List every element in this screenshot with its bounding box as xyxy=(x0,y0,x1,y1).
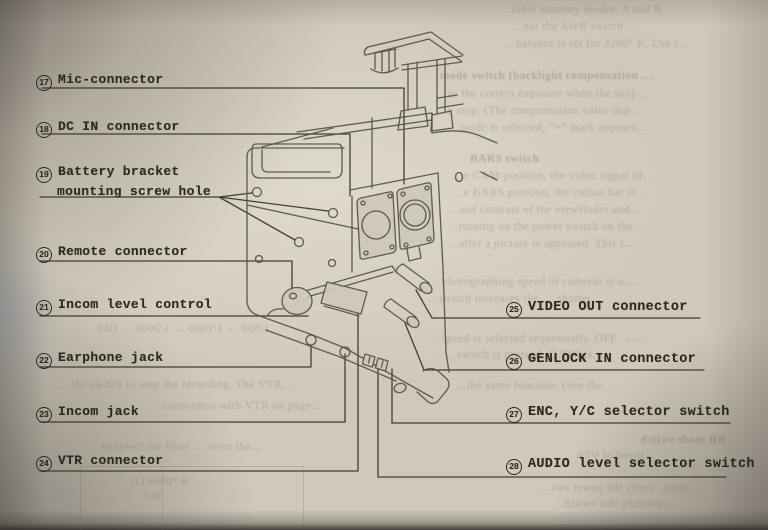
leader-video-out-connector xyxy=(415,289,701,319)
leader-audio-level-selector xyxy=(377,368,727,478)
bnc-connector-lower xyxy=(383,298,420,329)
ghost-text-line: …balance is set for 3200° K. Use t… xyxy=(504,38,690,50)
label-text: Incom jack xyxy=(58,404,140,419)
label-text: DC IN connector xyxy=(58,119,180,134)
ghost-text-line: …switch increases the … shutter… xyxy=(427,293,604,305)
leader-earphone-jack xyxy=(39,345,312,368)
label-remote-connector: 20 Remote connector xyxy=(36,243,188,263)
ghost-text-line: …ess the AWB switch … xyxy=(512,21,639,33)
ghost-text-line: …the same function. (See the… xyxy=(455,380,615,392)
circled-number-25: 25 xyxy=(506,301,522,318)
earphone-and-incom-jacks xyxy=(305,334,351,358)
latch-tab xyxy=(406,246,422,262)
ghost-text-line: …connection with VTR on page… xyxy=(150,400,323,412)
label-audio-level-selector-switch: 28 AUDIO level selector switch xyxy=(506,456,755,475)
handle-grip-ribs xyxy=(374,49,396,73)
circled-number-21: 21 xyxy=(36,299,52,316)
circled-number-23: 23 xyxy=(36,406,52,423)
label-text: ENC, Y/C selector switch xyxy=(528,405,730,420)
circled-number-28: 28 xyxy=(506,458,522,475)
ghost-text-line: …speed is selected sequentially. OFF →… xyxy=(430,333,645,345)
leader-incom-jack xyxy=(39,353,346,423)
xlr-plate-right xyxy=(396,182,435,262)
label-text: VIDEO OUT connector xyxy=(528,300,688,315)
label-battery-bracket-screw-hole: 19 Battery bracket mounting screw hole xyxy=(36,163,211,200)
bottom-foot-and-tripod-hole xyxy=(393,351,450,405)
ghost-text-line: 340 xyxy=(143,490,162,502)
label-text: Earphone jack xyxy=(58,350,164,365)
battery-mounting-screw-holes xyxy=(251,171,464,268)
vtr-connector-cover xyxy=(320,281,368,317)
handle-rear-post xyxy=(436,58,446,115)
ghost-text-line: …e CAM position, the video signal of… xyxy=(452,170,655,182)
leader-vtr-connector xyxy=(39,312,359,472)
ghost-text-line: …photographing speed of cameras is u… xyxy=(430,276,637,288)
ghost-text-line: BARS switch xyxy=(470,153,540,165)
label-incom-level-control: 21 Incom level control xyxy=(36,296,212,316)
remote-connector-knob xyxy=(267,286,313,316)
ghost-text-line: …mode is selected, “+” mark appears… xyxy=(448,122,649,134)
circled-number-19: 19 xyxy=(36,166,52,183)
ghost-table-outline xyxy=(80,466,304,530)
xlr-plate-left xyxy=(356,191,397,260)
label-text: Incom level control xyxy=(58,297,212,312)
ghost-text-line: (1) 4000° K xyxy=(130,476,190,488)
camera-body-outline xyxy=(246,112,498,385)
circled-number-24: 24 xyxy=(36,455,52,472)
ghost-table-divider xyxy=(162,466,163,530)
leader-enc-yc-selector xyxy=(391,368,731,424)
ghost-text-line: …e BARS position, the colour bar si… xyxy=(452,187,648,199)
label-vtr-connector: 24 VTR connector xyxy=(36,452,163,472)
circled-number-26: 26 xyxy=(506,353,522,370)
ghost-text-line: …switch is pressed. (1/500 is… xyxy=(445,349,605,361)
selector-switch-pair xyxy=(361,353,389,372)
label-enc-yc-selector-switch: 27 ENC, Y/C selector switch xyxy=(506,404,730,423)
label-text: AUDIO level selector switch xyxy=(528,457,755,472)
ghost-text-line: …after a picture is appeared. This f… xyxy=(447,238,637,250)
ghost-text-line: …turning on the power switch on the… xyxy=(447,221,645,233)
handle-front-post xyxy=(407,61,418,111)
ghost-text-line: …the switch to stop the recording. The V… xyxy=(60,379,294,391)
leader-dc-in-connector xyxy=(41,133,351,197)
ghost-text-line: …table memory modes. A and B xyxy=(500,4,662,16)
label-dc-in-connector: 18 DC IN connector xyxy=(36,118,180,138)
bottom-mount-bar xyxy=(304,265,397,298)
bnc-connector-upper xyxy=(395,263,433,295)
leader-mic-connector xyxy=(41,87,405,185)
circled-number-17: 17 xyxy=(36,74,52,91)
connector-recess-panel xyxy=(349,172,447,353)
carrying-handle xyxy=(363,31,464,132)
label-video-out-connector: 25 VIDEO OUT connector xyxy=(506,299,688,318)
label-mic-connector: 17 Mic-connector xyxy=(36,71,163,91)
ghost-text-line: …and contrast of the viewfinder and… xyxy=(447,204,642,216)
label-text: Remote connector xyxy=(58,244,188,259)
label-text: GENLOCK IN connector xyxy=(528,352,697,367)
circled-number-27: 27 xyxy=(506,406,522,423)
label-text: Battery bracket xyxy=(58,164,180,179)
label-genlock-in-connector: 26 GENLOCK IN connector xyxy=(506,351,696,370)
ghost-text-line: …to select the filter … reset the… xyxy=(90,441,263,453)
label-incom-jack: 23 Incom jack xyxy=(36,403,139,423)
leader-battery-screw-holes xyxy=(39,192,329,241)
ghost-text-line: mode switch (backlight compensation … xyxy=(440,70,654,82)
ghost-text-line: …es the correct exposure when the subj… xyxy=(436,88,648,100)
label-text: Mic-connector xyxy=(58,72,164,87)
circled-number-22: 22 xyxy=(36,352,52,369)
leader-remote-connector xyxy=(39,260,293,293)
circled-number-20: 20 xyxy=(36,246,52,263)
ghost-text-line: …e stop. (The compensation value dep… xyxy=(436,105,643,117)
label-text: VTR connector xyxy=(58,453,164,468)
label-earphone-jack: 22 Earphone jack xyxy=(36,349,163,369)
top-handle-grip-slot xyxy=(251,143,343,179)
circled-number-18: 18 xyxy=(36,121,52,138)
label-text-line2: mounting screw hole xyxy=(57,183,211,199)
